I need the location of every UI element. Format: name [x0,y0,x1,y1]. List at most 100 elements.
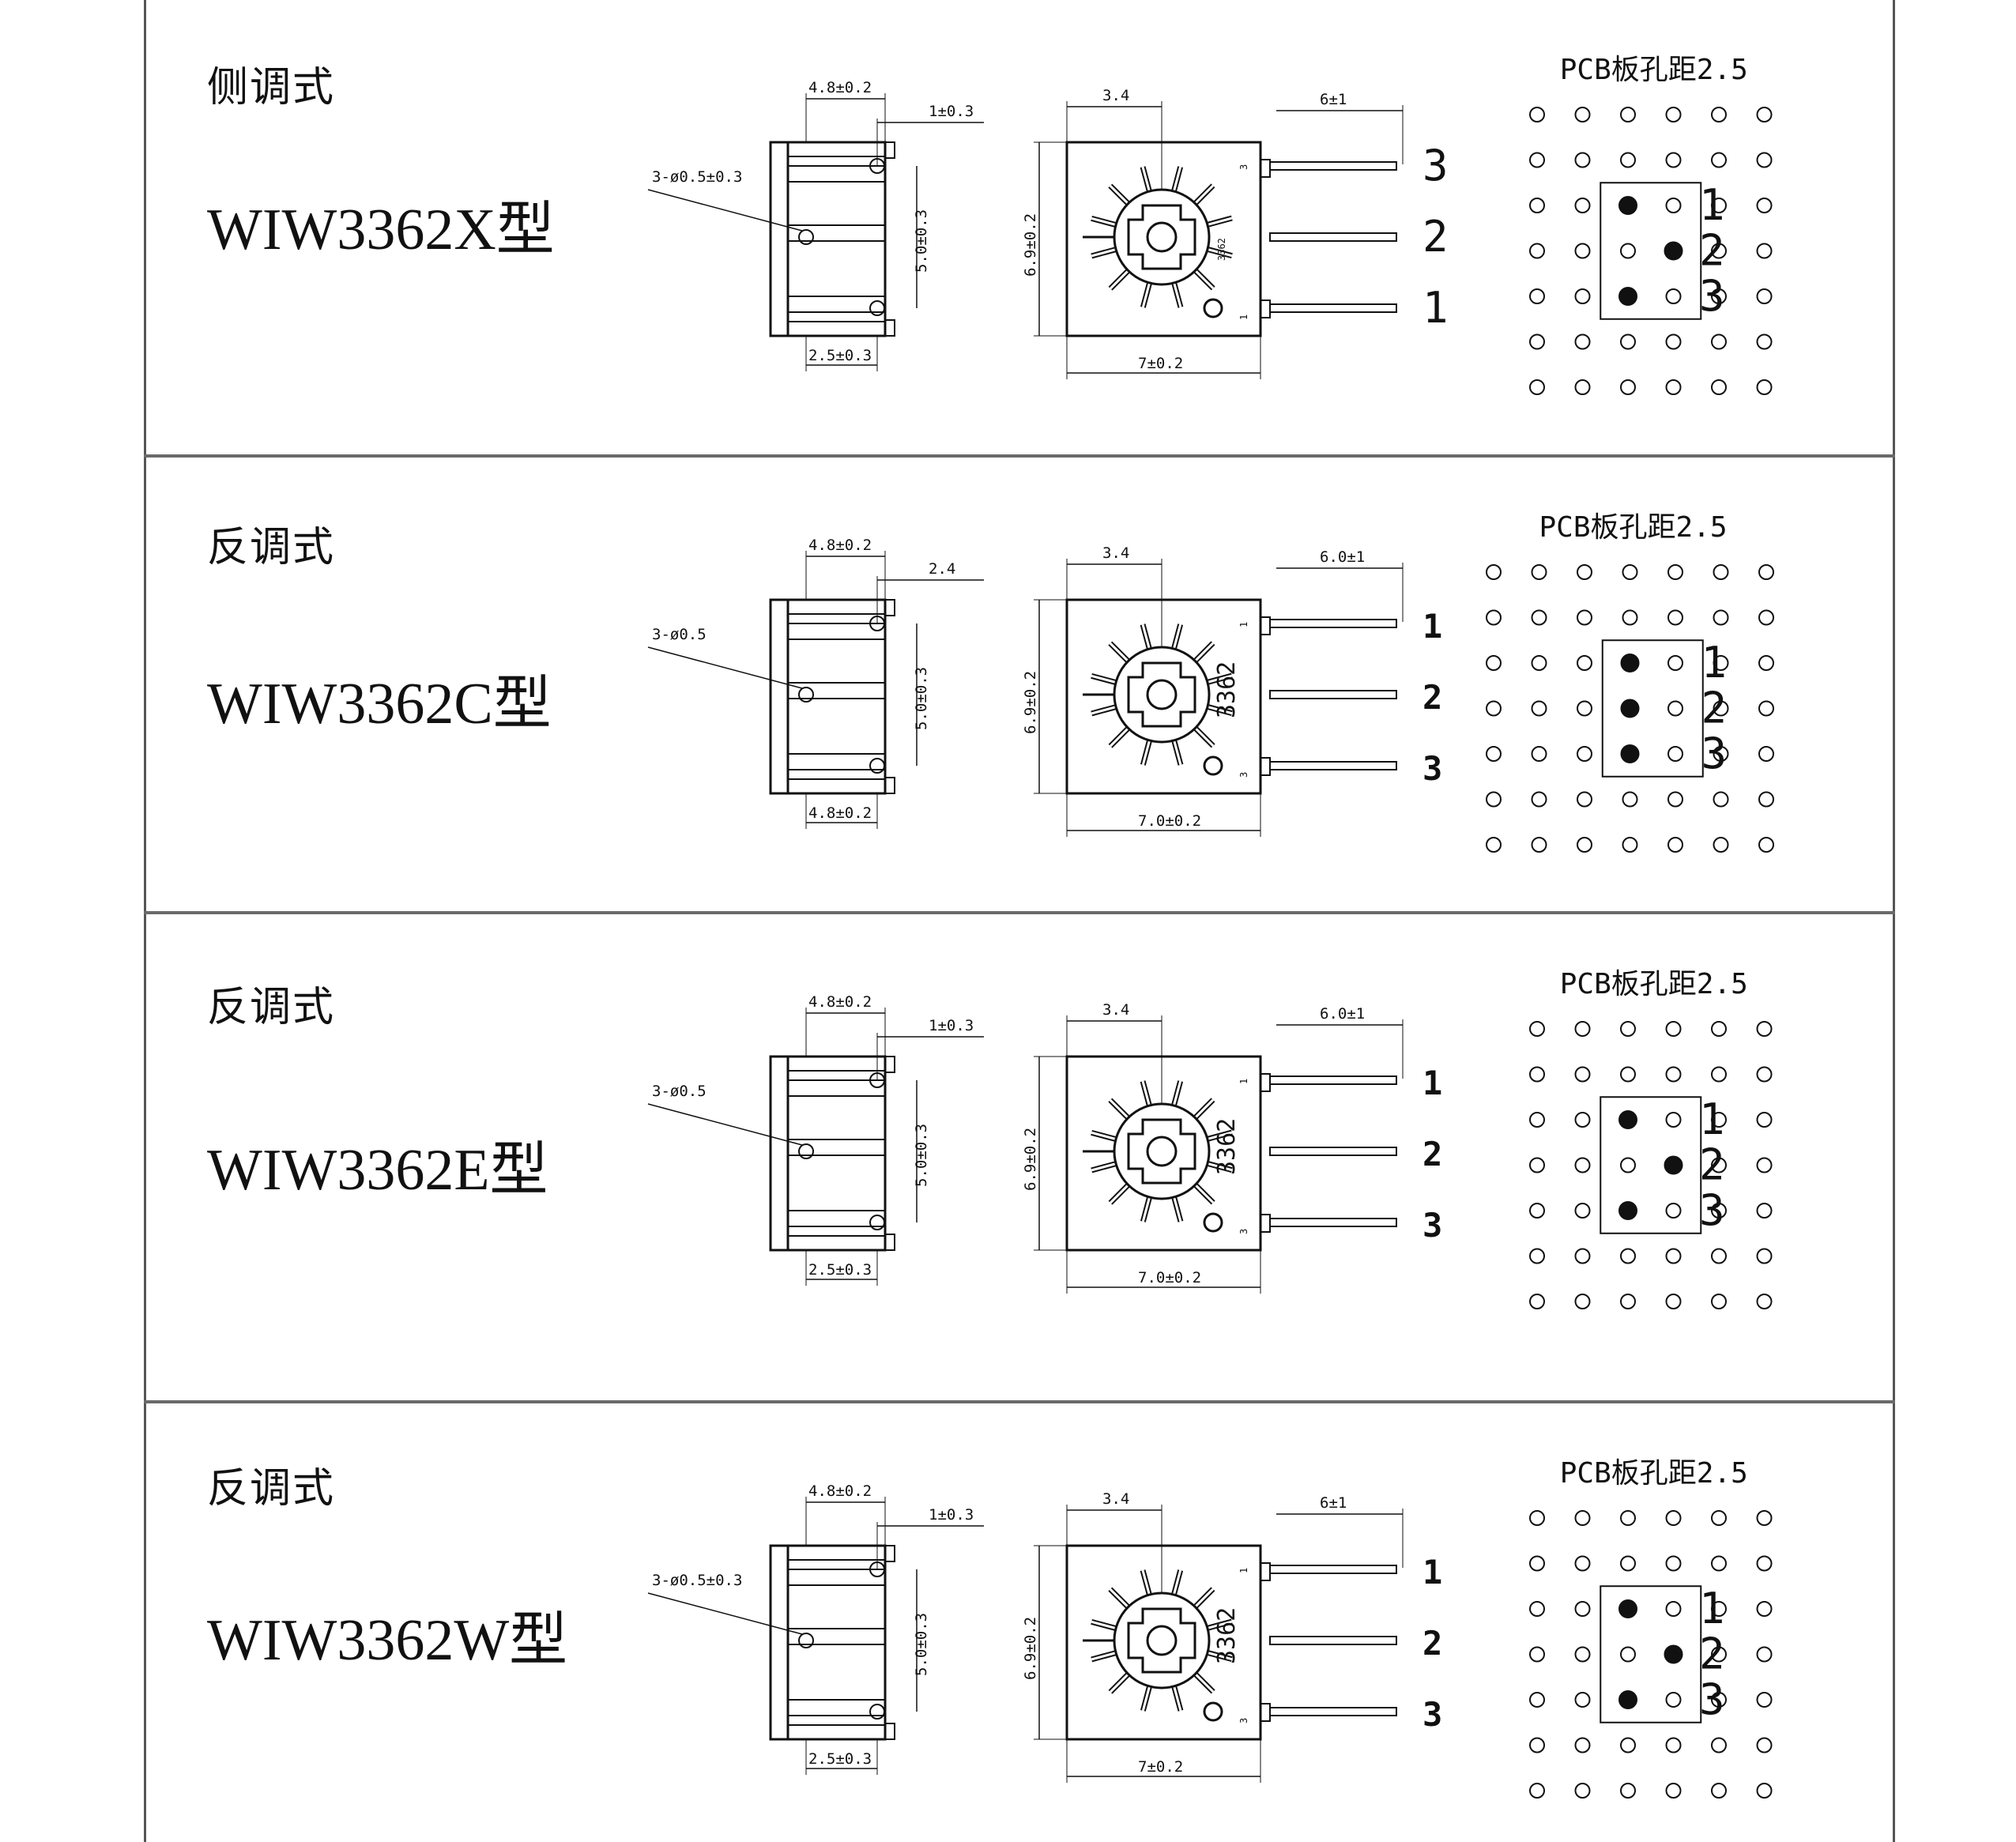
rotor-spoke-core [1141,166,1151,194]
pcb-hole [1711,1646,1727,1663]
pcb-hole [1574,198,1591,213]
rotor-spoke-core [1141,738,1151,766]
rotor-spoke-core [1172,1569,1182,1597]
side-view: 4.8±0.22.43-ø0.55.0±0.34.8±0.2 [647,537,984,829]
rotor-center [1146,221,1178,253]
pcb-hole [1711,1157,1727,1173]
pcb-hole [1574,1248,1591,1264]
terminal-lead [1269,1636,1397,1645]
rotor-spoke-core [1172,1684,1182,1712]
terminal-lead [1269,1565,1397,1574]
terminal-lead [1269,1147,1397,1156]
pcb-hole [1667,609,1683,626]
pcb-hole [1574,288,1591,304]
terminal-lead [1269,1707,1397,1716]
pcb-hole [1574,379,1591,395]
pcb-hole [1577,791,1592,808]
pcb-pin-hole [1664,241,1683,261]
pcb-hole [1574,1510,1591,1526]
pcb-hole [1529,1601,1545,1617]
pin1-marker-circle [1203,298,1223,318]
pcb-hole [1531,791,1547,808]
pin-number: 1 [1423,283,1449,333]
rotor-spoke-core [1193,725,1215,747]
terminal-mark: 3 [1238,1229,1249,1234]
pcb-hole [1665,107,1682,122]
side-body-outline [769,1544,887,1741]
front-tab [1260,1562,1271,1581]
pcb-hole [1620,152,1636,168]
pcb-hole [1531,746,1547,762]
rotor-spoke-core [1172,623,1182,651]
pcb-hole [1711,1555,1727,1572]
pin-number: 1 [1423,607,1442,646]
model-name: WIW3362C型 [207,672,552,736]
model-name: WIW3362E型 [207,1138,548,1203]
pcb-hole [1758,655,1774,671]
rotor-spoke-core [1141,623,1151,651]
rotor-spoke-core [1091,1651,1118,1661]
pcb-pin-label: 3 [1701,729,1728,778]
pcb-hole [1665,198,1682,213]
rotor-spoke-core [1141,1684,1151,1712]
side-tab [884,1723,895,1740]
pcb-hole [1529,333,1545,350]
terminal-lead [1269,303,1397,313]
model-name: WIW3362X型 [207,198,555,262]
rotor-spoke-core [1193,184,1214,205]
rotor-spoke-core [1205,674,1233,684]
pcb-hole [1665,1066,1682,1083]
rotor-cross-slot [1127,1118,1196,1185]
rotor-spoke-core [1110,1183,1131,1204]
pcb-hole [1620,1737,1636,1753]
rotor-cross-slot [1127,204,1196,270]
pcb-hole [1529,1692,1545,1708]
pcb-hole [1620,1066,1636,1083]
pcb-hole [1529,1783,1545,1799]
pin-number: 2 [1423,1624,1442,1663]
pin-number: 3 [1423,1695,1442,1734]
height-dimension: 6.9±0.2 [1022,671,1039,734]
pcb-hole [1665,1692,1682,1708]
pcb-hole [1756,333,1773,350]
side-tab [884,1234,895,1251]
pcb-hole [1574,152,1591,168]
rotor-spoke-core [1205,1162,1233,1172]
pcb-title: PCB板孔距2.5 [1560,968,1748,1000]
shaft-dimension: 3.4 [1102,1490,1129,1508]
pcb-hole [1665,1294,1682,1309]
rotor-spoke-core [1205,1651,1233,1661]
rotor-spoke-core [1205,1131,1233,1141]
pcb-pin-hole [1618,1690,1637,1709]
front-tab [1260,1214,1271,1233]
pcb-hole [1711,152,1727,168]
pcb-hole [1756,107,1773,122]
pcb-hole [1620,1646,1636,1663]
terminal-lead [1269,1075,1397,1085]
pcb-hole [1667,837,1683,853]
side-view: 4.8±0.21±0.33-ø0.55.0±0.32.5±0.3 [647,993,984,1286]
pcb-pin-label: 1 [1699,1584,1725,1633]
front-body-outline [1065,598,1262,795]
pcb-hole [1758,609,1774,626]
pcb-hole [1529,1157,1545,1173]
pcb-hole [1665,1601,1682,1617]
shaft-dimension: 3.4 [1102,87,1129,104]
pcb-hole [1756,152,1773,168]
pin-number: 2 [1423,678,1442,717]
pcb-pin-hole [1618,1201,1637,1220]
pcb-hole [1574,1601,1591,1617]
pcb-hole [1574,1294,1591,1309]
pcb-hole [1665,1555,1682,1572]
pcb-hole [1665,1112,1682,1128]
pcb-hole [1756,1294,1773,1309]
pcb-hole [1574,1112,1591,1128]
rotor-spoke-core [1141,1195,1151,1222]
pcb-hole [1711,198,1727,213]
pcb-hole [1711,1021,1727,1037]
pcb-hole [1758,564,1774,580]
pcb-hole [1758,700,1774,717]
mount-type-label: 反调式 [207,984,336,1031]
front-tab [1260,616,1271,635]
